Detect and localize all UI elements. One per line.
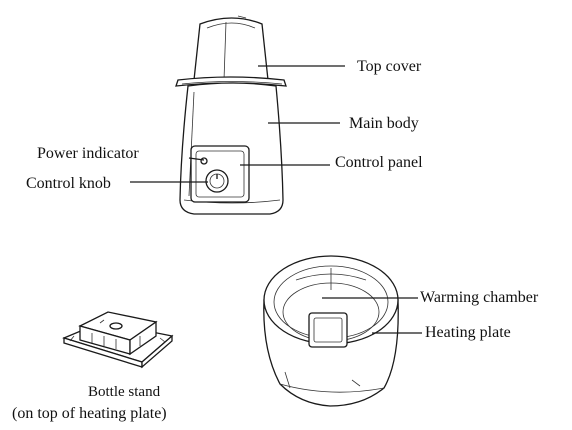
label-main-body: Main body — [349, 115, 419, 132]
label-control-knob: Control knob — [26, 175, 111, 192]
label-control-panel: Control panel — [335, 154, 423, 171]
caption-bottle-stand-note: (on top of heating plate) — [12, 405, 167, 422]
top-cover-shape — [175, 15, 287, 87]
warming-chamber-illustration — [263, 255, 399, 407]
bottle-stand-illustration — [62, 311, 174, 369]
main-unit-illustration — [175, 15, 287, 215]
heating-plate-shape — [308, 312, 348, 348]
label-power-indicator: Power indicator — [37, 145, 139, 162]
label-warming-chamber: Warming chamber — [420, 289, 539, 306]
power-indicator-leader — [188, 157, 205, 161]
power-indicator-light — [200, 157, 208, 165]
caption-bottle-stand: Bottle stand — [88, 384, 161, 400]
control-panel-shape — [190, 145, 250, 203]
control-knob-dial — [205, 169, 229, 193]
label-top-cover: Top cover — [357, 58, 422, 75]
label-heating-plate: Heating plate — [425, 324, 511, 341]
